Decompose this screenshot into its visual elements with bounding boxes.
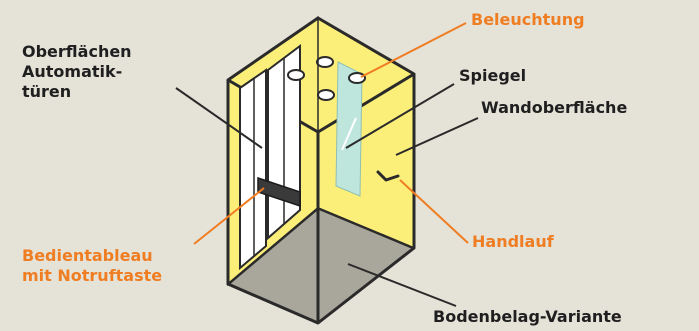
leader-bodenbelag (347, 263, 457, 307)
leader-oberflaechen (175, 87, 263, 149)
leader-bedientableau (193, 187, 265, 245)
leader-wandoberflaeche (395, 117, 479, 156)
handrail (376, 170, 400, 182)
label-line: türen (22, 82, 72, 101)
label-oberflaechen-automatiktueren: Oberflächen Automatik- türen (22, 42, 132, 102)
label-line: mit Notruftaste (22, 266, 163, 285)
control-panel (257, 176, 301, 208)
ceiling-light (317, 89, 335, 101)
label-line: Automatik- (22, 62, 123, 81)
label-wandoberflaeche: Wandoberfläche (481, 98, 628, 117)
mirror (335, 61, 363, 197)
leader-beleuchtung (360, 22, 467, 78)
leader-spiegel (345, 83, 455, 149)
label-line: Oberflächen (22, 42, 132, 61)
label-spiegel: Spiegel (459, 66, 527, 85)
label-handlauf: Handlauf (472, 232, 554, 251)
ceiling-light (316, 56, 334, 68)
label-beleuchtung: Beleuchtung (471, 10, 585, 29)
label-bodenbelag-variante: Bodenbelag-Variante (433, 307, 622, 326)
label-line: Bedientableau (22, 246, 153, 265)
leader-handlauf (399, 179, 469, 244)
ceiling-light (287, 69, 305, 81)
automatic-door-panel-left (239, 68, 267, 271)
label-bedientableau: Bedientableau mit Notruftaste (22, 246, 162, 286)
ceiling-light (348, 72, 366, 84)
mirror-reflection (341, 117, 357, 151)
